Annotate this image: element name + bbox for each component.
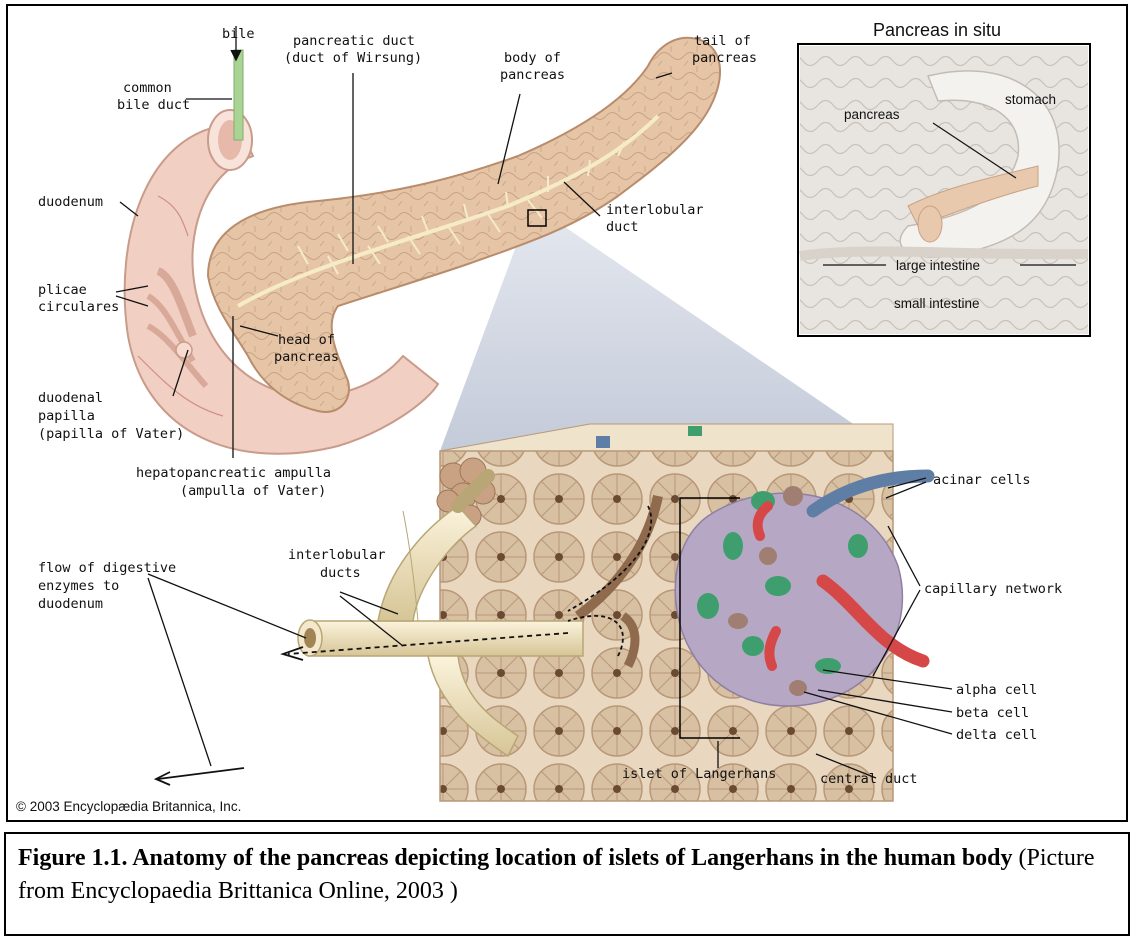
label-interlobular-ducts-1: interlobular (288, 547, 386, 563)
label-bile: bile (222, 26, 255, 42)
label-tail-of-pancreas-1: tail of (694, 33, 751, 49)
figure-caption: Figure 1.1. Anatomy of the pancreas depi… (4, 832, 1130, 936)
label-hepatopancreatic-ampulla-1: hepatopancreatic ampulla (136, 465, 331, 481)
label-plicae-circulares-2: circulares (38, 299, 119, 315)
label-common-bile-duct-2: bile duct (117, 97, 190, 113)
label-capillary-network: capillary network (924, 581, 1062, 597)
inset-label-stomach: stomach (1005, 92, 1056, 107)
inset-label-small-intestine: small intestine (894, 296, 980, 311)
label-tail-of-pancreas-2: pancreas (692, 50, 757, 66)
label-duodenum: duodenum (38, 194, 103, 210)
label-beta-cell: beta cell (956, 705, 1029, 721)
figure-frame: bile common bile duct pancreatic duct (d… (6, 4, 1128, 822)
label-duodenal-papilla-1: duodenal (38, 390, 103, 406)
label-plicae-circulares-1: plicae (38, 282, 87, 298)
label-body-of-pancreas-1: body of (504, 50, 561, 66)
label-head-of-pancreas-2: pancreas (274, 349, 339, 365)
caption-title: Figure 1.1. Anatomy of the pancreas depi… (18, 845, 1013, 871)
label-flow-of-digestive-enzymes-1: flow of digestive (38, 560, 176, 576)
label-acinar-cells: acinar cells (933, 472, 1031, 488)
label-central-duct: central duct (820, 771, 918, 787)
label-duodenal-papilla-2: papilla (38, 408, 95, 424)
label-delta-cell: delta cell (956, 727, 1037, 743)
label-flow-of-digestive-enzymes-3: duodenum (38, 596, 103, 612)
label-alpha-cell: alpha cell (956, 682, 1037, 698)
label-pancreatic-duct-2: (duct of Wirsung) (284, 50, 422, 66)
inset-label-pancreas: pancreas (844, 107, 900, 122)
copyright-text: © 2003 Encyclopædia Britannica, Inc. (16, 799, 241, 814)
label-pancreatic-duct-1: pancreatic duct (293, 33, 415, 49)
inset-pancreas-in-situ (798, 44, 1090, 336)
label-head-of-pancreas-1: head of (278, 332, 335, 348)
label-interlobular-duct-2: duct (606, 219, 639, 235)
pancreas-anatomy-diagram: bile common bile duct pancreatic duct (d… (8, 6, 1128, 822)
label-hepatopancreatic-ampulla-2: (ampulla of Vater) (180, 483, 326, 499)
label-flow-of-digestive-enzymes-2: enzymes to (38, 578, 119, 594)
inset-label-large-intestine: large intestine (896, 258, 980, 273)
label-interlobular-duct-1: interlobular (606, 202, 704, 218)
inset-title: Pancreas in situ (873, 20, 1001, 40)
common-bile-duct-shape (234, 50, 243, 140)
label-islet-of-langerhans: islet of Langerhans (622, 766, 776, 782)
label-body-of-pancreas-2: pancreas (500, 67, 565, 83)
label-interlobular-ducts-2: ducts (320, 565, 361, 581)
label-duodenal-papilla-3: (papilla of Vater) (38, 426, 184, 442)
label-common-bile-duct-1: common (123, 80, 172, 96)
